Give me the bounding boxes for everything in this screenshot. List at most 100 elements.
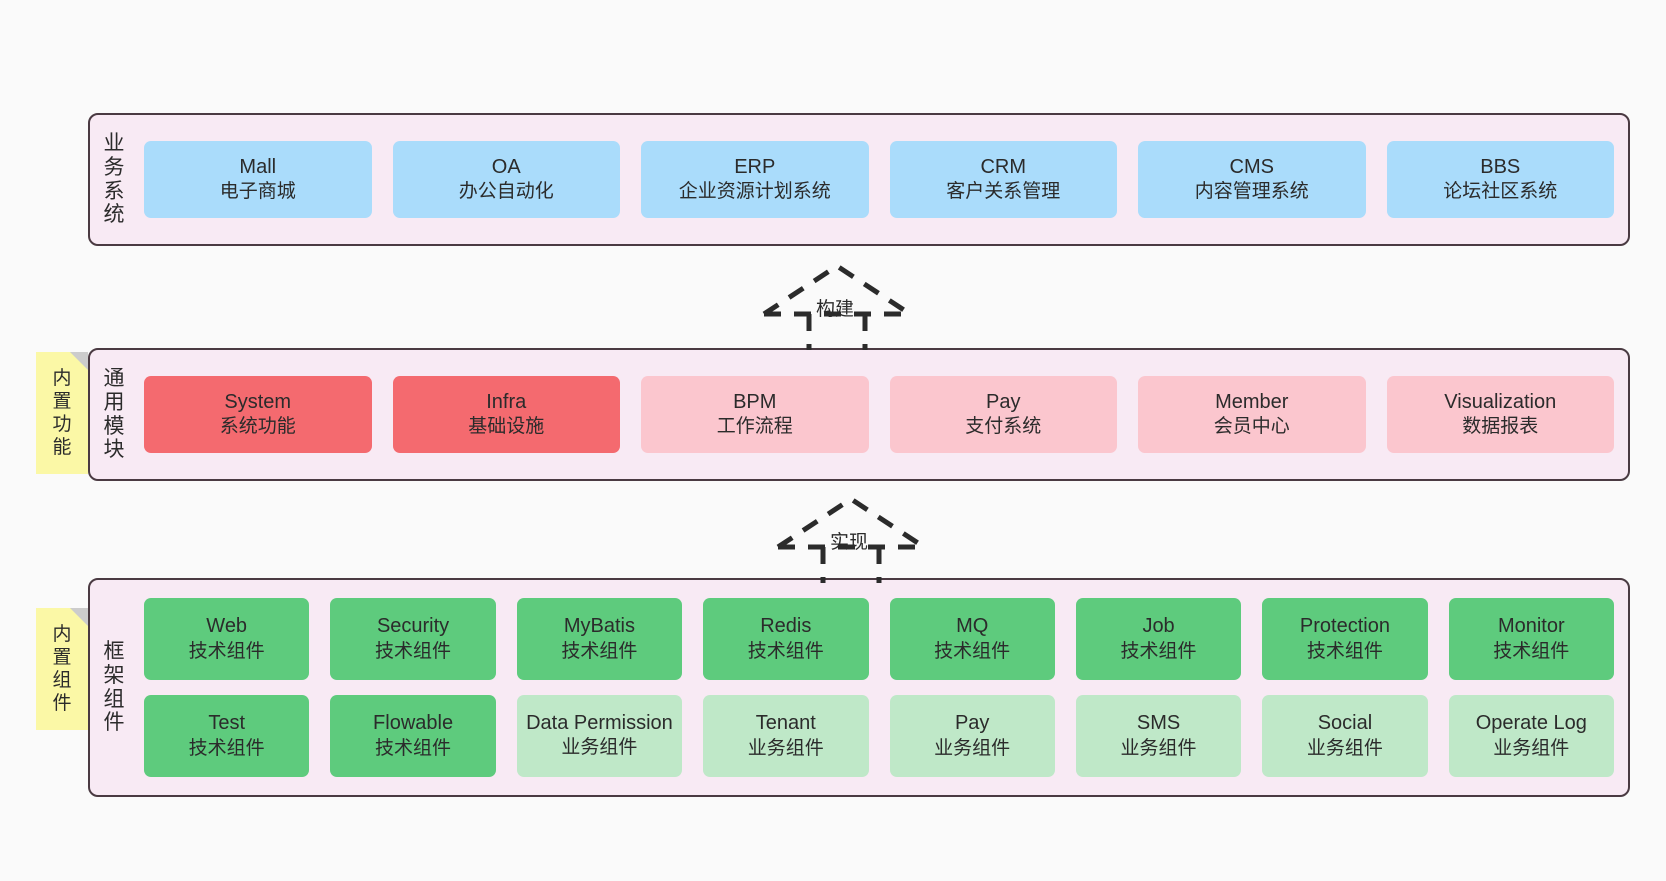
card-title: System: [224, 390, 292, 413]
card-title: Job: [1142, 615, 1175, 638]
layer-body-modules: System 系统功能 Infra 基础设施 BPM 工作流程 Pay 支付系统…: [138, 350, 1628, 479]
card-title: Security: [376, 615, 450, 638]
component-card-sms[interactable]: SMS 业务组件: [1075, 695, 1242, 777]
card-subtitle: 企业资源计划系统: [678, 181, 831, 203]
card-title: MyBatis: [563, 615, 635, 638]
module-row: Mall 电子商城 OA 办公自动化 ERP 企业资源计划系统 CRM 客户关系…: [144, 141, 1614, 218]
module-card-visualization[interactable]: Visualization 数据报表: [1386, 376, 1614, 453]
component-card-security[interactable]: Security 技术组件: [330, 598, 496, 680]
arrow-shaft: [820, 547, 882, 583]
card-title: Pay: [954, 712, 990, 735]
card-subtitle: 技术组件: [188, 640, 265, 662]
card-subtitle: 系统功能: [219, 416, 296, 438]
layer-business-systems: 业 务 系 统 Mall 电子商城 OA 办公自动化 ERP 企业资源计划系统 …: [88, 113, 1630, 246]
card-title: Visualization: [1444, 390, 1557, 413]
card-subtitle: 会员中心: [1213, 416, 1290, 438]
card-title: BPM: [733, 390, 777, 413]
component-card-monitor[interactable]: Monitor 技术组件: [1448, 598, 1614, 680]
layer-title-char: 通: [103, 367, 125, 391]
note-char: 能: [52, 437, 72, 459]
layer-title-char: 组: [103, 687, 125, 711]
card-title: CRM: [980, 155, 1027, 178]
module-card-cms[interactable]: CMS 内容管理系统: [1138, 141, 1366, 218]
component-card-operate-log[interactable]: Operate Log 业务组件: [1448, 695, 1614, 777]
component-card-web[interactable]: Web 技术组件: [144, 598, 310, 680]
component-card-pay[interactable]: Pay 业务组件: [889, 695, 1055, 777]
card-subtitle: 技术组件: [934, 640, 1011, 662]
card-subtitle: 工作流程: [716, 416, 793, 438]
note-fold-corner: [70, 352, 88, 370]
card-title: Web: [206, 615, 248, 638]
component-card-tenant[interactable]: Tenant 业务组件: [703, 695, 869, 777]
card-title: BBS: [1480, 155, 1521, 178]
layer-title-char: 架: [103, 663, 125, 687]
module-card-system[interactable]: System 系统功能: [144, 376, 372, 453]
component-card-test[interactable]: Test 技术组件: [144, 695, 310, 777]
card-subtitle: 业务组件: [1306, 737, 1383, 759]
card-title: ERP: [734, 155, 776, 178]
layer-title-char: 件: [103, 711, 125, 735]
module-row: System 系统功能 Infra 基础设施 BPM 工作流程 Pay 支付系统…: [144, 376, 1614, 453]
card-title: SMS: [1136, 712, 1181, 735]
layer-title-modules: 通 用 模 块: [90, 350, 138, 479]
card-subtitle: 客户关系管理: [946, 181, 1061, 203]
module-card-mall[interactable]: Mall 电子商城: [144, 141, 372, 218]
module-card-bbs[interactable]: BBS 论坛社区系统: [1386, 141, 1614, 218]
card-title: MQ: [956, 615, 989, 638]
card-subtitle: 内容管理系统: [1194, 181, 1309, 203]
card-subtitle: 办公自动化: [458, 181, 554, 203]
card-subtitle: 技术组件: [747, 640, 824, 662]
card-title: Pay: [986, 390, 1021, 413]
component-card-mybatis[interactable]: MyBatis 技术组件: [516, 598, 683, 680]
component-card-mq[interactable]: MQ 技术组件: [889, 598, 1055, 680]
card-title: Data Permission: [526, 712, 673, 735]
card-subtitle: 业务组件: [747, 737, 824, 759]
layer-common-modules: 通 用 模 块 System 系统功能 Infra 基础设施 BPM 工作流程 …: [88, 348, 1630, 481]
component-card-social[interactable]: Social 业务组件: [1262, 695, 1428, 777]
layer-title-char: 统: [103, 203, 125, 227]
sticky-note-builtin-features: 内 置 功 能: [36, 352, 88, 474]
module-card-crm[interactable]: CRM 客户关系管理: [889, 141, 1117, 218]
module-card-pay[interactable]: Pay 支付系统: [889, 376, 1117, 453]
component-card-job[interactable]: Job 技术组件: [1075, 598, 1242, 680]
sticky-note-builtin-components: 内 置 组 件: [36, 608, 88, 730]
arrow-shaft: [806, 314, 868, 350]
card-title: Protection: [1299, 615, 1390, 638]
module-card-bpm[interactable]: BPM 工作流程: [641, 376, 869, 453]
note-char: 内: [52, 623, 72, 645]
module-card-infra[interactable]: Infra 基础设施: [392, 376, 620, 453]
module-card-erp[interactable]: ERP 企业资源计划系统: [641, 141, 869, 218]
layer-framework-components: 框 架 组 件 Web 技术组件 Security 技术组件 MyBatis 技…: [88, 578, 1630, 797]
arrow-label-build: 构建: [816, 299, 855, 320]
arrow-build: 构建: [752, 260, 922, 350]
component-card-redis[interactable]: Redis 技术组件: [703, 598, 869, 680]
note-char: 置: [52, 646, 72, 668]
card-title: Test: [208, 712, 246, 735]
card-title: Member: [1215, 390, 1289, 413]
card-subtitle: 业务组件: [561, 736, 638, 758]
card-subtitle: 电子商城: [219, 181, 296, 203]
card-title: Operate Log: [1475, 712, 1587, 735]
component-row-tech: Web 技术组件 Security 技术组件 MyBatis 技术组件 Redi…: [144, 598, 1614, 680]
arrow-implement: 实现: [766, 493, 936, 583]
card-subtitle: 技术组件: [1120, 640, 1197, 662]
card-subtitle: 数据报表: [1462, 416, 1539, 438]
card-title: CMS: [1229, 155, 1274, 178]
card-subtitle: 支付系统: [965, 416, 1042, 438]
card-subtitle: 技术组件: [1306, 640, 1383, 662]
card-title: Social: [1317, 712, 1373, 735]
note-char: 功: [52, 414, 72, 435]
card-subtitle: 技术组件: [188, 737, 265, 759]
card-subtitle: 论坛社区系统: [1443, 181, 1558, 203]
component-card-protection[interactable]: Protection 技术组件: [1262, 598, 1428, 680]
card-title: Mall: [239, 155, 277, 178]
note-char: 组: [52, 670, 72, 691]
module-card-oa[interactable]: OA 办公自动化: [392, 141, 620, 218]
layer-title-char: 务: [103, 155, 125, 179]
note-fold-corner: [70, 608, 88, 626]
card-title: Flowable: [373, 712, 454, 735]
component-card-flowable[interactable]: Flowable 技术组件: [330, 695, 496, 777]
layer-title-char: 模: [103, 414, 125, 438]
module-card-member[interactable]: Member 会员中心: [1138, 376, 1366, 453]
component-card-data-permission[interactable]: Data Permission 业务组件: [516, 695, 683, 777]
